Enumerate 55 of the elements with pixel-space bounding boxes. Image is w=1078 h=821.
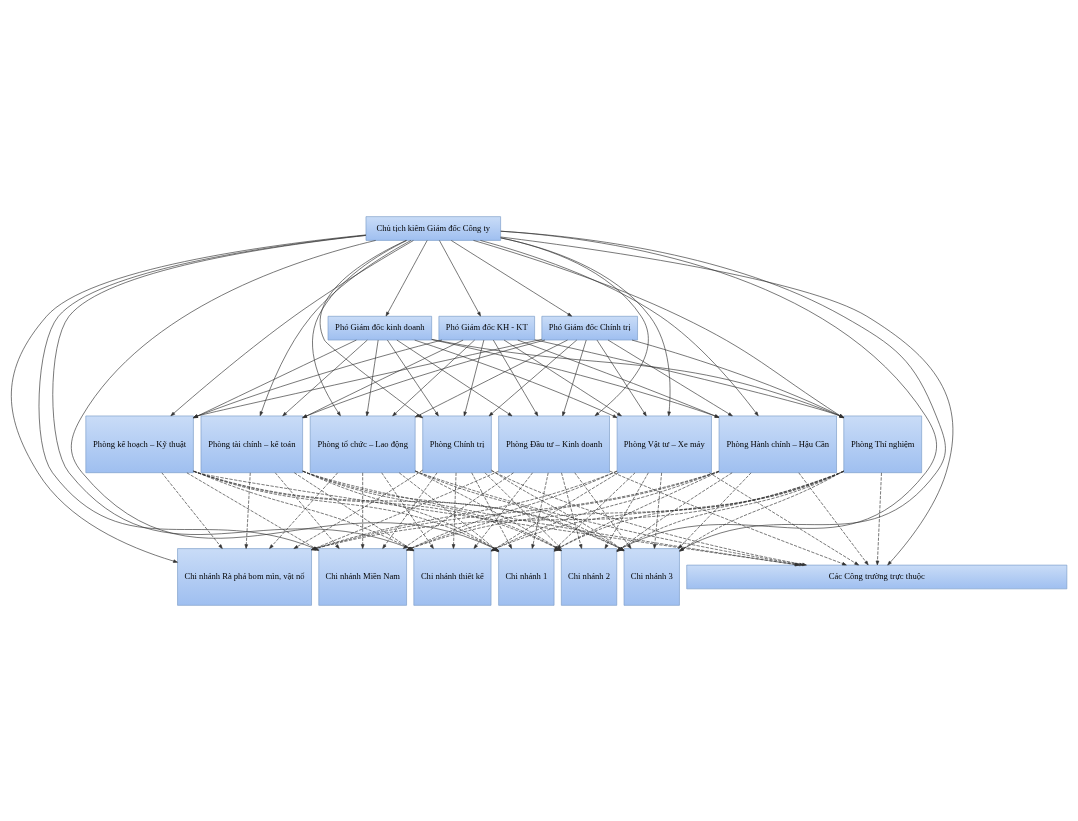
arrow	[385, 239, 428, 316]
arrow	[387, 339, 439, 416]
arrow	[244, 472, 251, 549]
arrow	[365, 339, 379, 416]
node-box: Phòng Thí nghiệm	[843, 415, 922, 473]
arrow	[631, 339, 844, 418]
arrow	[561, 472, 583, 549]
arrow	[392, 339, 475, 416]
arrow	[319, 239, 423, 418]
node-box: Chủ tịch kiêm Giám đốc Công ty	[365, 215, 501, 241]
arrow	[463, 339, 485, 416]
arrow	[531, 472, 549, 549]
arrow	[596, 339, 647, 416]
arrow	[480, 239, 759, 416]
arrow	[562, 339, 587, 416]
arrow	[302, 470, 800, 566]
arrow	[493, 339, 539, 416]
node-box: Phòng Đầu tư – Kinh doanh	[498, 415, 610, 473]
arrow	[312, 239, 408, 416]
arrow	[193, 470, 800, 566]
arrow	[439, 239, 481, 316]
arrow	[431, 338, 720, 418]
node-box: Chi nhánh Miền Nam	[318, 547, 407, 606]
node-box: Chi nhánh 3	[623, 547, 680, 606]
arrow	[574, 472, 632, 549]
arrow	[875, 472, 882, 565]
node-box: Chi nhánh thiết kế	[413, 547, 492, 606]
arrow	[604, 472, 649, 549]
node-box: Phòng tổ chức – Lao động	[309, 415, 416, 473]
arrow	[451, 472, 457, 549]
node-box: Phòng Hành chính – Hậu Cần	[718, 415, 837, 473]
node-box: Chi nhánh 2	[561, 547, 618, 606]
arrow	[503, 339, 622, 416]
arrow	[414, 339, 568, 417]
arrow	[396, 339, 513, 416]
node-box: Phó Giám đốc Chính trị	[541, 315, 638, 340]
arrow	[414, 339, 618, 418]
node-box: Chi nhánh 1	[498, 547, 555, 606]
node-box: Phòng Vật tư – Xe máy	[616, 415, 712, 473]
arrow	[607, 339, 733, 416]
arrow	[161, 472, 223, 549]
node-box: Phó Giám đốc KH - KT	[438, 315, 535, 340]
arrow	[473, 239, 844, 418]
node-box: Phòng tài chính – kế toán	[200, 415, 303, 473]
node-box: Phòng Chính trị	[422, 415, 492, 473]
arrow	[360, 472, 365, 549]
arrow	[450, 239, 573, 317]
arrow	[653, 472, 662, 549]
arrow	[534, 338, 844, 418]
node-box: Phòng kế hoạch – Kỹ thuật	[85, 415, 194, 473]
arrow	[488, 339, 578, 416]
arrow	[431, 338, 844, 418]
node-box: Phó Giám đốc kinh doanh	[327, 315, 432, 340]
arrow	[517, 339, 720, 418]
node-box: Chi nhánh Rà phá bom mìn, vật nổ	[177, 547, 312, 606]
